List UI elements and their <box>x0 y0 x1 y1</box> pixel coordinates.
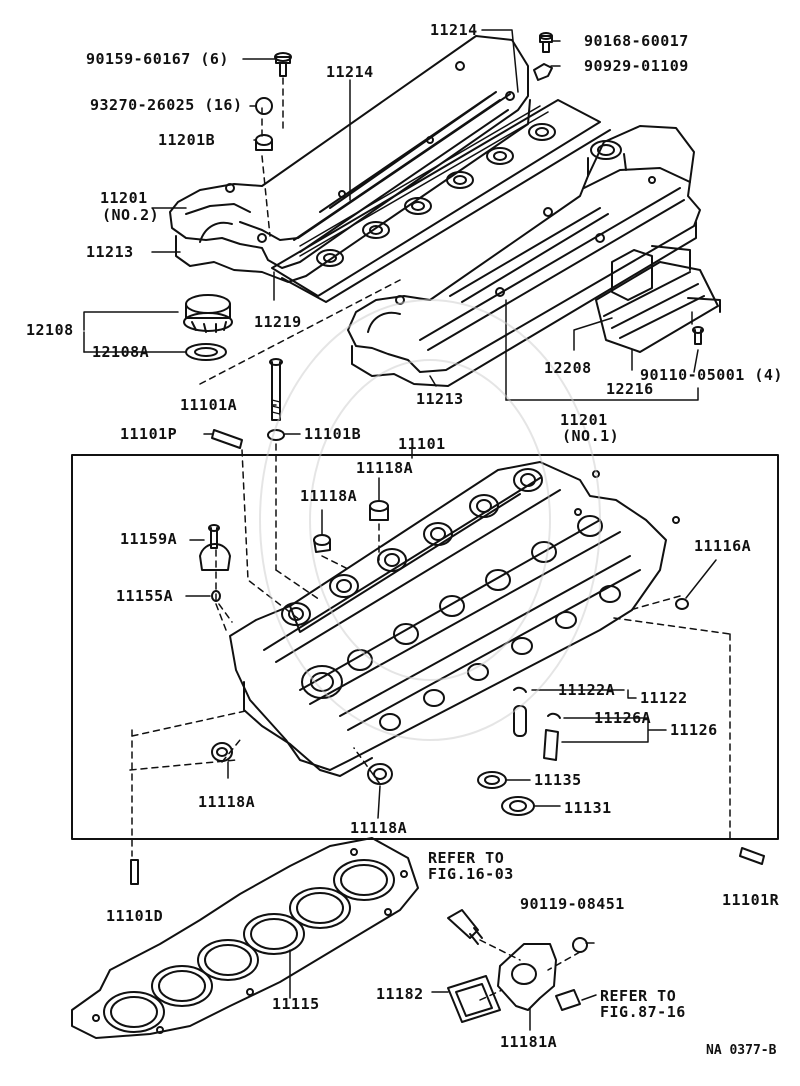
label-93270-26025: 93270-26025 (16) <box>90 96 243 114</box>
label-11101r: 11101R <box>722 891 780 909</box>
label-11115: 11115 <box>272 995 320 1013</box>
cylinder-head-box <box>71 454 779 840</box>
label-11219: 11219 <box>254 313 302 331</box>
label-11181a: 11181A <box>500 1033 558 1051</box>
label-11126a: 11126A <box>594 709 652 727</box>
label-11118a-left: 11118A <box>300 487 358 505</box>
figure-id: NA 0377-B <box>706 1043 777 1058</box>
dashed-lines <box>129 77 731 1001</box>
label-no1: (NO.1) <box>562 427 620 445</box>
label-11101b: 11101B <box>304 425 362 443</box>
cylinder-head-block <box>229 461 680 777</box>
label-11101: 11101 <box>398 435 446 453</box>
spark-plug-strip <box>271 99 611 303</box>
cam-cover-no1 <box>347 125 701 387</box>
watermark <box>259 299 601 741</box>
label-11213-left: 11213 <box>86 243 134 261</box>
label-11118a-bottom-left: 11118A <box>198 793 256 811</box>
label-11159a: 11159A <box>120 530 178 548</box>
head-gasket <box>71 837 419 1039</box>
label-fig-16-03: FIG.16-03 <box>428 865 514 883</box>
label-11118a-bottom-center: 11118A <box>350 819 408 837</box>
label-11122: 11122 <box>640 689 688 707</box>
label-refer-to-2: REFER TO <box>600 987 677 1005</box>
stud-11101d <box>130 859 139 885</box>
label-11201-no1: 11201 <box>560 411 608 429</box>
label-11116a: 11116A <box>694 537 752 555</box>
label-12216: 12216 <box>606 380 654 398</box>
label-11101a: 11101A <box>180 396 238 414</box>
label-11101d: 11101D <box>106 907 164 925</box>
label-11131: 11131 <box>564 799 612 817</box>
breather-bracket <box>595 245 721 353</box>
label-11214-mid: 11214 <box>326 63 374 81</box>
label-11126: 11126 <box>670 721 718 739</box>
label-11182: 11182 <box>376 985 424 1003</box>
label-11135: 11135 <box>534 771 582 789</box>
label-12108a: 12108A <box>92 343 150 361</box>
label-90159-60167: 90159-60167 (6) <box>86 50 229 68</box>
label-90168-60017: 90168-60017 <box>584 32 689 50</box>
label-11213-right: 11213 <box>416 390 464 408</box>
label-11118a-top: 11118A <box>356 459 414 477</box>
label-11155a: 11155A <box>116 587 174 605</box>
label-90119-08451: 90119-08451 <box>520 895 625 913</box>
label-fig-87-16: FIG.87-16 <box>600 1003 686 1021</box>
label-11201b: 11201B <box>158 131 216 149</box>
label-11122a: 11122A <box>558 681 616 699</box>
cam-cover-no2 <box>169 35 531 283</box>
upper-fasteners <box>183 32 704 449</box>
label-no2: (NO.2) <box>102 206 160 224</box>
label-12208: 12208 <box>544 359 592 377</box>
leader-lines <box>83 29 717 1031</box>
label-refer-to-1: REFER TO <box>428 849 505 867</box>
water-outlet-parts <box>447 909 588 1023</box>
label-11201-no2: 11201 <box>100 189 148 207</box>
label-90110-05001: 90110-05001 (4) <box>640 366 783 384</box>
label-12108: 12108 <box>26 321 74 339</box>
label-11101p: 11101P <box>120 425 178 443</box>
label-11214-top: 11214 <box>430 21 478 39</box>
stud-11101r <box>739 847 765 865</box>
label-90929-01109: 90929-01109 <box>584 57 689 75</box>
